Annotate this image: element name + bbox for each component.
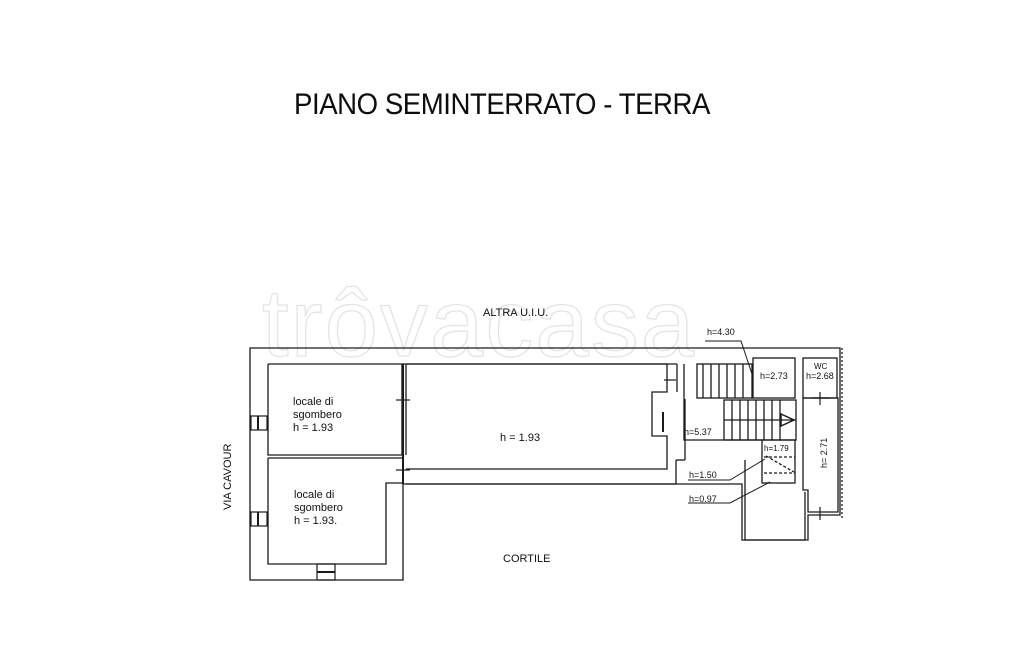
outer-wall <box>249 347 841 581</box>
lower-annex <box>744 460 806 541</box>
window-left-1 <box>250 415 268 431</box>
leader-h150 <box>688 458 766 481</box>
room-name-line-2: sgombero <box>293 408 342 421</box>
room-name-line-2: sgombero <box>294 501 343 514</box>
height-430-label: h=4.30 <box>707 327 735 337</box>
room-name-line-1: locale di <box>293 396 334 408</box>
door-ticks <box>396 379 830 520</box>
height-268-label: h=2.68 <box>806 371 834 381</box>
height-271-label: h= 2.71 <box>819 437 829 468</box>
storage-room-2-label: locale di sgombero h = 1.93. <box>294 489 343 528</box>
room-height: h = 1.93. <box>294 514 338 527</box>
leader-h430 <box>705 340 753 375</box>
height-150-label: h=1.50 <box>689 470 717 480</box>
height-537-label: h=5.37 <box>684 427 712 437</box>
closet-walls <box>802 397 839 513</box>
window-bottom <box>316 563 336 581</box>
storage-room-2-walls <box>267 458 403 565</box>
neighbor-unit-label: ALTRA U.I.U. <box>483 307 549 319</box>
height-097-label: h=0.97 <box>689 494 717 504</box>
window-left-2 <box>250 511 268 527</box>
wc-label: WC <box>814 362 828 371</box>
height-179-label: h=1.79 <box>764 444 789 453</box>
street-label: VIA CAVOUR <box>222 443 234 510</box>
room-name-line-1: locale di <box>294 489 335 501</box>
courtyard-label: CORTILE <box>503 553 551 565</box>
storage-room-1-label: locale di sgombero h = 1.93 <box>293 396 342 435</box>
main-room-walls <box>406 363 668 470</box>
leader-h097 <box>688 481 771 504</box>
stair-arrow <box>780 412 796 428</box>
height-273-label: h=2.73 <box>760 371 788 381</box>
page-title: PIANO SEMINTERRATO - TERRA <box>294 88 710 121</box>
main-room-height: h = 1.93 <box>500 432 541 444</box>
room-height: h = 1.93 <box>293 421 334 434</box>
